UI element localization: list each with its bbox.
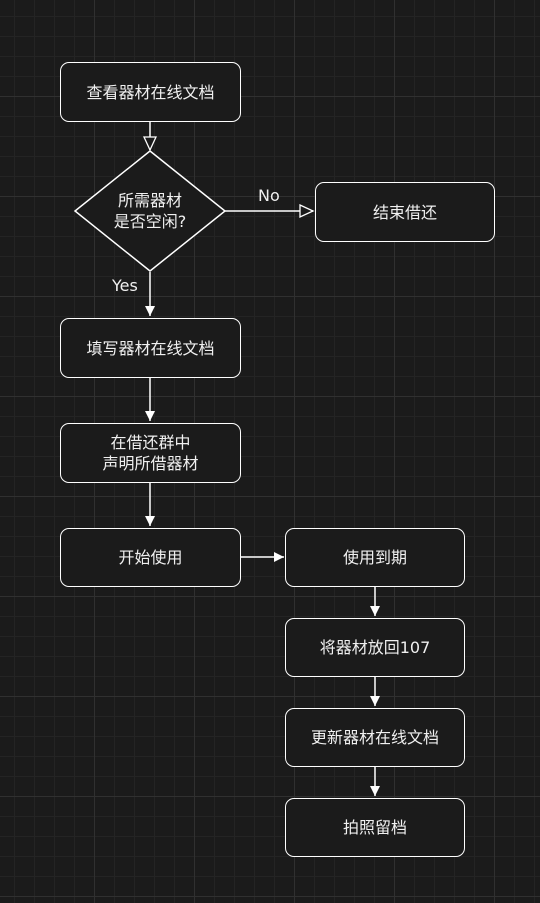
- node-end-borrow: 结束借还: [315, 182, 495, 242]
- edge-label-yes: Yes: [112, 276, 138, 295]
- node-photo: 拍照留档: [285, 798, 465, 857]
- node-update-doc: 更新器材在线文档: [285, 708, 465, 767]
- decision-diamond: [73, 150, 227, 272]
- node-return-107: 将器材放回107: [285, 618, 465, 677]
- node-declare: 在借还群中 声明所借器材: [60, 423, 241, 483]
- node-fill-doc: 填写器材在线文档: [60, 318, 241, 378]
- node-check-doc: 查看器材在线文档: [60, 62, 241, 122]
- node-decision-text: 所需器材 是否空闲?: [113, 191, 187, 231]
- node-start-use: 开始使用: [60, 528, 241, 587]
- edge-label-no: No: [258, 186, 280, 205]
- node-use-expire: 使用到期: [285, 528, 465, 587]
